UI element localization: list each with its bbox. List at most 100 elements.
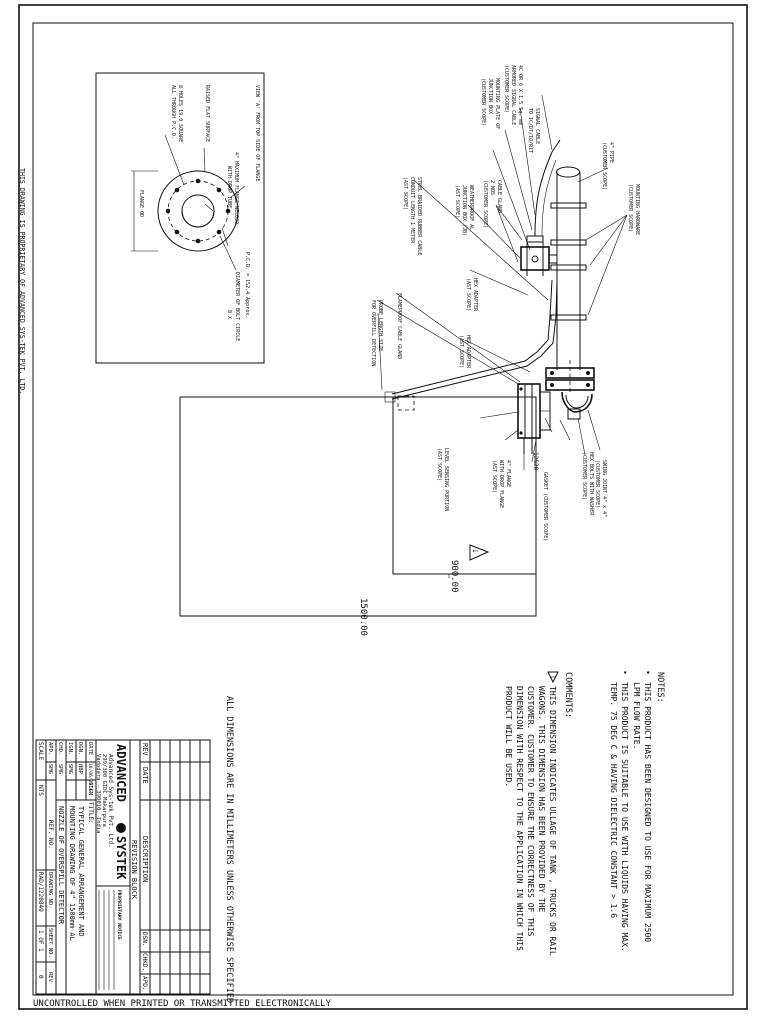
svg-text:DESCRIPTION: DESCRIPTION	[141, 836, 149, 882]
svg-text:SHEET NO.: SHEET NO.	[47, 928, 53, 958]
svg-text:(AST SCOPE): (AST SCOPE)	[436, 448, 442, 481]
leader-lines	[376, 94, 628, 470]
svg-text:WEATHERPROOF AL: WEATHERPROOF AL	[468, 185, 474, 230]
svg-text:WAGONS. THIS DIMENSION HAS BEE: WAGONS. THIS DIMENSION HAS BEEN PROVIDED…	[537, 686, 546, 913]
svg-text:HEX ADAPTER: HEX ADAPTER	[472, 278, 478, 312]
title-block: REV DATE DESCRIPTION DSN. CHKD. APD. REV…	[35, 739, 211, 995]
svg-text:ADVANCED: ADVANCED	[114, 744, 128, 802]
svg-text:HBP: HBP	[77, 764, 83, 775]
svg-text:1: 1	[548, 675, 555, 679]
svg-text:(AST SCOPE): (AST SCOPE)	[491, 460, 497, 493]
view-a-detail: FLANGE OD VIEW 'A' FROM TOP SIDE OF FLAN…	[95, 72, 265, 364]
svg-text:18/06/2014: 18/06/2014	[87, 763, 93, 791]
svg-text:8 HOLES 19.0 SQUARE: 8 HOLES 19.0 SQUARE	[177, 85, 183, 142]
svg-text:12&20: 12&20	[532, 452, 539, 470]
svg-text:APD.: APD.	[47, 742, 53, 755]
steel-braided-conduit	[391, 279, 553, 395]
svg-text:THIS DIMENSION INDICATES ULLAG: THIS DIMENSION INDICATES ULLAGE OF TANK …	[548, 686, 557, 956]
swing-joint	[561, 391, 593, 420]
svg-text:NTS: NTS	[37, 785, 44, 796]
proprietary-note: THIS DRAWING IS PROPRIETARY OF ADVANCED …	[18, 168, 26, 394]
company-logo: ADVANCED SYSTEK	[114, 744, 128, 880]
flange-outer	[157, 170, 239, 252]
svg-text:299/300 GIDC Makarpura: 299/300 GIDC Makarpura	[101, 754, 107, 827]
comment-triangle	[547, 671, 559, 684]
note-2a: THIS PRODUCT IS SUITABLE TO USE WITH LIQ…	[620, 682, 629, 952]
svg-text:JUNCTION BOX: JUNCTION BOX	[487, 78, 493, 114]
svg-text:TO IC/DT/IO/RIT: TO IC/DT/IO/RIT	[527, 108, 533, 153]
svg-text:2 NOS: 2 NOS	[489, 180, 495, 195]
comment-marker-triangle	[469, 544, 490, 561]
svg-text:WITH DROP TUBE: WITH DROP TUBE	[226, 166, 232, 208]
note-2b: TEMP. 75 DEG C & HAVING DIELECTRIC CONST…	[609, 682, 618, 918]
svg-text:DATE: DATE	[87, 742, 93, 755]
probe-900-outline	[392, 397, 536, 575]
svg-text:0: 0	[37, 975, 44, 979]
svg-text:P.C.D. = 152.4 Approx.: P.C.D. = 152.4 Approx.	[244, 252, 250, 318]
svg-text:(AST SCOPE): (AST SCOPE)	[458, 335, 464, 368]
drawing-number: RAD/1220849	[37, 872, 44, 912]
bolt-holes	[165, 178, 231, 244]
svg-text:8 X: 8 X	[226, 310, 232, 319]
flange-od-label: FLANGE OD	[138, 190, 144, 217]
dim-1500: 1500.00	[358, 598, 368, 636]
svg-text:MOUNTING PLATE OF: MOUNTING PLATE OF	[494, 78, 500, 129]
svg-text:IGN.: IGN.	[67, 742, 73, 755]
svg-text:CHD.: CHD.	[57, 742, 63, 755]
main-assembly: 900.00 1500.00 1	[179, 65, 640, 636]
svg-text:MOUNTING HARDWARE: MOUNTING HARDWARE	[634, 184, 640, 235]
notes-title: NOTES:	[655, 672, 665, 703]
svg-text:LEVEL SENSING PORTION: LEVEL SENSING PORTION	[443, 448, 449, 511]
svg-text:4" PIPE: 4" PIPE	[608, 142, 614, 163]
uncontrolled-note: UNCONTROLLED WHEN PRINTED OR TRANSMITTED…	[33, 999, 332, 1009]
svg-text:STEEL BRAIDED RUBBER CABLE: STEEL BRAIDED RUBBER CABLE	[416, 177, 422, 255]
svg-text:CONDUIT LENGTH 1 METER: CONDUIT LENGTH 1 METER	[409, 177, 415, 244]
svg-text:4" FLANGE: 4" FLANGE	[505, 460, 511, 487]
svg-text:(CUSTOMER SCOPE): (CUSTOMER SCOPE)	[594, 460, 600, 508]
pipe-top	[556, 166, 580, 178]
revision-block-label: REVISION BLOCK	[130, 840, 138, 900]
svg-text:1 OF 1: 1 OF 1	[37, 930, 44, 952]
svg-text:WITH DROP FLANGE: WITH DROP FLANGE	[498, 460, 504, 508]
svg-text:CABLE GLAND: CABLE GLAND	[496, 180, 502, 213]
svg-text:RAISED FLAT SURFACE: RAISED FLAT SURFACE	[204, 85, 210, 142]
svg-text:REV: REV	[141, 743, 149, 756]
proprietary-stamp: PROPRIETARY NOTICE	[116, 890, 122, 940]
svg-text:SMG: SMG	[67, 764, 73, 774]
all-dimensions-note: ALL DIMENSIONS ARE IN MILLIMETERS UNLESS…	[224, 696, 234, 1003]
svg-text:•: •	[620, 670, 629, 675]
svg-text:(CUSTOMER SCOPE): (CUSTOMER SCOPE)	[480, 78, 486, 126]
svg-text:(CUSTOMER SCOPE): (CUSTOMER SCOPE)	[482, 180, 488, 228]
svg-text:1: 1	[471, 549, 478, 553]
svg-text:•: •	[643, 670, 652, 675]
svg-text:(AST SCOPE): (AST SCOPE)	[402, 177, 408, 210]
svg-text:Vadodara - 390010. India: Vadodara - 390010. India	[95, 754, 101, 833]
svg-text:REV: REV	[47, 972, 53, 983]
probe-1500-outline	[179, 396, 537, 617]
svg-text:DRAWING NO.: DRAWING NO.	[47, 872, 53, 908]
drop-tube-cut	[181, 210, 215, 228]
dim-900: 900.00	[449, 560, 459, 593]
svg-text:CHKD.: CHKD.	[141, 953, 148, 971]
svg-text:FOR OVERFILL DETECTION: FOR OVERFILL DETECTION	[370, 300, 376, 366]
drawing-title-3: NOZZLE OF OVERSPILL DETECTOR	[57, 806, 65, 925]
svg-text:JUNCTION BOX (JB): JUNCTION BOX (JB)	[461, 185, 467, 236]
svg-text:CUSTOMER. CUSTOMER TO ENSURE T: CUSTOMER. CUSTOMER TO ENSURE THE CORRECT…	[526, 686, 535, 937]
comments-title: COMMENTS:	[563, 672, 573, 718]
svg-text:SIGNAL CABLE: SIGNAL CABLE	[534, 108, 540, 144]
svg-text:ALL THROUGH P.C.D.: ALL THROUGH P.C.D.	[170, 85, 176, 139]
mounting-clamps	[550, 202, 587, 321]
svg-text:(AST SCOPE): (AST SCOPE)	[454, 185, 460, 218]
notes-block: NOTES: • THIS PRODUCT HAS BEEN DESIGNED …	[504, 670, 665, 956]
svg-text:DIAMETER OF BOLT CIRCLE: DIAMETER OF BOLT CIRCLE	[234, 272, 240, 341]
note-1a: THIS PRODUCT HAS BEEN DESIGNED TO USE FO…	[643, 682, 652, 942]
pipe-flanges	[545, 360, 595, 392]
signal-cable	[534, 139, 561, 237]
drawing-title-2: MOUNTING DRAWING OF 4" 1500mm AL	[68, 806, 76, 941]
svg-text:SCALE: SCALE	[37, 742, 44, 760]
svg-text:HEX ADAPTER: HEX ADAPTER	[465, 335, 471, 369]
svg-text:TITLE:: TITLE:	[87, 802, 94, 824]
svg-text:(AST SCOPE): (AST SCOPE)	[465, 278, 471, 311]
svg-text:APD.: APD.	[141, 976, 148, 990]
svg-text:DIMENSION WITH RESPECT TO THE: DIMENSION WITH RESPECT TO THE APPLICATIO…	[515, 686, 524, 951]
